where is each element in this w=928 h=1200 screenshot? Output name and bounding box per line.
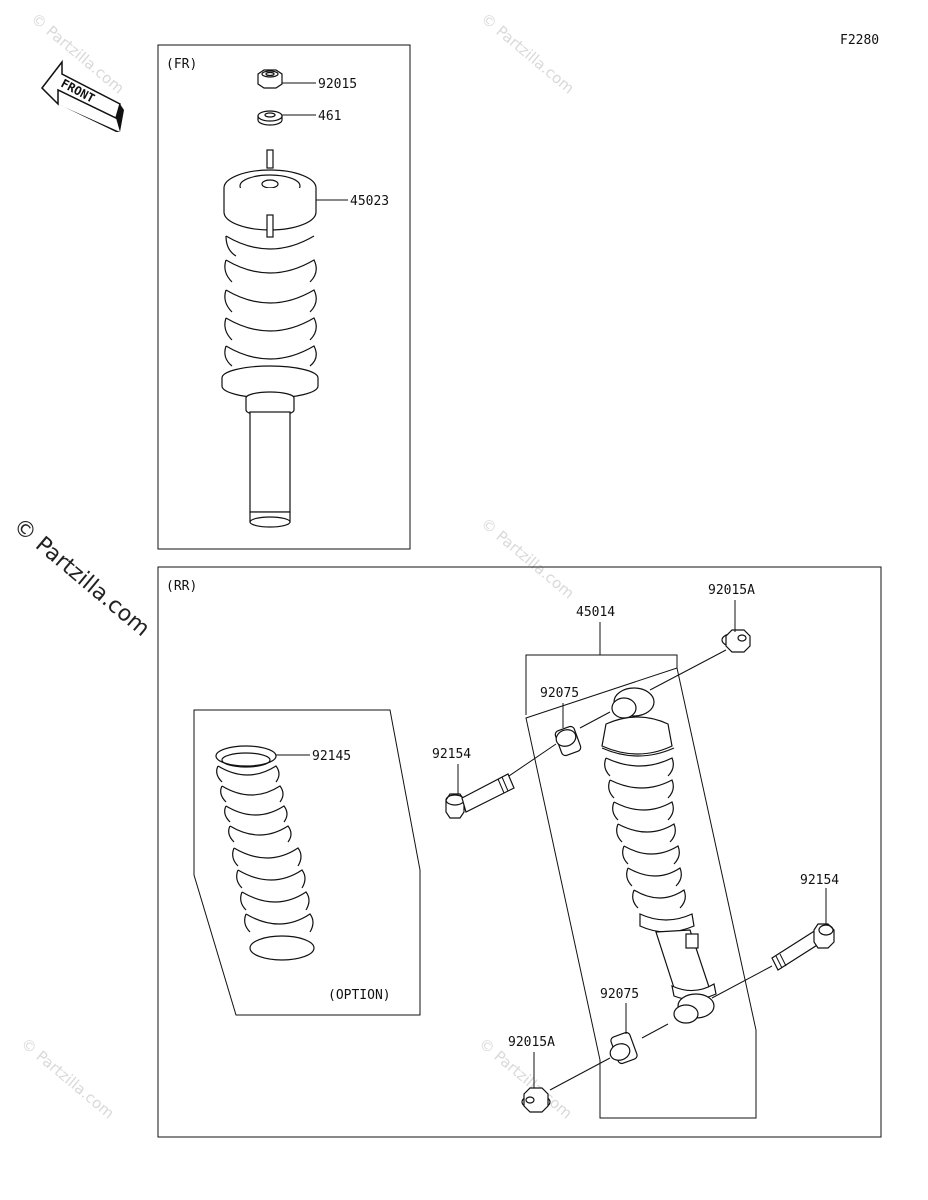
side-watermark: © Partzilla.com: [8, 513, 154, 641]
rear-shock-icon: [601, 687, 717, 1024]
part-label-92075-bottom: 92075: [600, 987, 639, 1002]
watermark: © Partzilla.com: [17, 1034, 117, 1122]
front-panel-frame: [157, 44, 411, 550]
washer-icon: [257, 110, 283, 126]
collar-icon: [554, 725, 582, 757]
part-label-45014: 45014: [576, 605, 615, 620]
part-label-92154-bottom: 92154: [800, 873, 839, 888]
figure-code: F2280: [840, 33, 879, 48]
watermark: © Partzilla.com: [477, 514, 577, 602]
part-label-92075-top: 92075: [540, 686, 579, 701]
bolt-icon: [445, 773, 515, 819]
flange-nut-icon: [521, 1087, 551, 1113]
bolt-icon: [771, 923, 835, 971]
option-spring-box: [193, 709, 421, 1016]
part-label-45023: 45023: [350, 194, 389, 209]
shock-assembly-box: [525, 667, 757, 1119]
option-label: (OPTION): [328, 988, 391, 1003]
front-panel-label: (FR): [166, 57, 197, 72]
part-label-461: 461: [318, 109, 341, 124]
front-strut-icon: [221, 149, 319, 528]
rear-panel-frame: [157, 566, 882, 1138]
nut-icon: [257, 69, 283, 89]
rear-panel-label: (RR): [166, 579, 197, 594]
front-arrow-label: FRONT: [59, 76, 97, 105]
part-label-92015a-bottom: 92015A: [508, 1035, 555, 1050]
flange-nut-icon: [721, 629, 751, 653]
collar-icon: [609, 1031, 638, 1065]
part-label-92145: 92145: [312, 749, 351, 764]
watermark: © Partzilla.com: [477, 9, 577, 97]
part-label-92015: 92015: [318, 77, 357, 92]
option-spring-icon: [215, 745, 315, 961]
part-label-92154-top: 92154: [432, 747, 471, 762]
part-label-92015a-top: 92015A: [708, 583, 755, 598]
